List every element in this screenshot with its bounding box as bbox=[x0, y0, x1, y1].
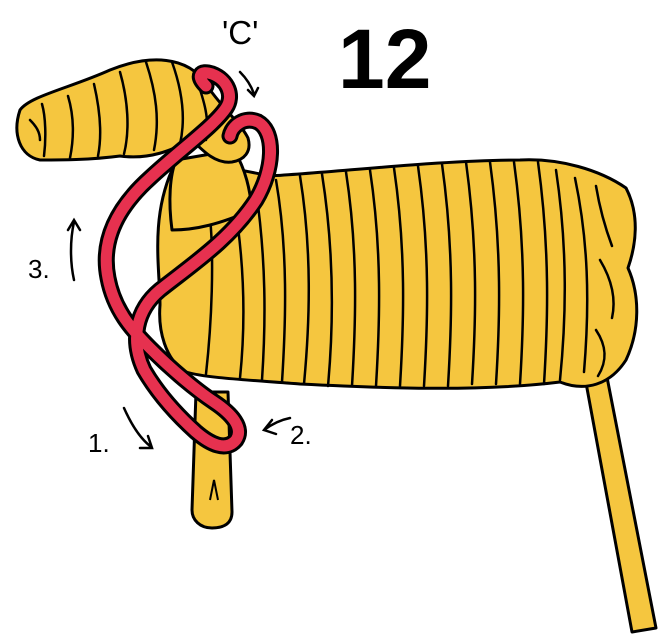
rope-label-c: 'C' bbox=[222, 14, 258, 51]
arrow-step-1-icon bbox=[124, 408, 152, 448]
rope-tail-right bbox=[584, 372, 656, 632]
arrow-step-2-icon bbox=[264, 418, 290, 434]
arrow-c-icon bbox=[240, 72, 258, 96]
step-label-2: 2. bbox=[290, 420, 312, 450]
step-number: 12 bbox=[338, 12, 431, 106]
arrow-step-3-icon bbox=[68, 220, 80, 280]
step-label-3: 3. bbox=[28, 254, 50, 284]
step-label-1: 1. bbox=[88, 428, 110, 458]
